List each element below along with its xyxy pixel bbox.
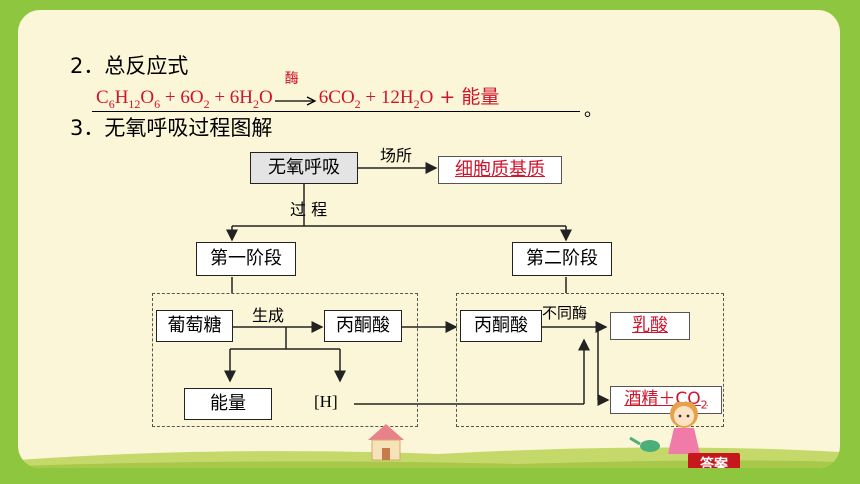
stage2-box: 第二阶段	[512, 242, 612, 276]
eq-sub: 2	[203, 96, 210, 111]
site-label: 场所	[380, 146, 413, 165]
eq-h2o-o: O	[259, 87, 273, 108]
reaction-arrow: 酶	[273, 71, 319, 106]
eq-h2o2: + 12H	[360, 87, 414, 108]
co2-subscript: 2	[700, 398, 708, 412]
eq-o2: + 6O	[160, 87, 204, 108]
eq-sub: 6	[108, 96, 115, 111]
watering-can-icon	[629, 436, 660, 452]
eq-c: C	[96, 87, 109, 108]
hydrogen-label: [H]	[314, 392, 338, 411]
eq-sub: 2	[253, 96, 260, 111]
period: 。	[584, 100, 602, 121]
eq-o: O	[140, 87, 155, 108]
site-answer-box: 细胞质基质	[438, 156, 562, 184]
eq-sub: 2	[354, 96, 361, 111]
different-enzyme-label: 不同酶	[542, 304, 588, 322]
stage1-box: 第一阶段	[196, 242, 296, 276]
process-label: 过 程	[290, 200, 328, 219]
anaerobic-respiration-box: 无氧呼吸	[250, 152, 358, 184]
glucose-box: 葡萄糖	[156, 310, 233, 342]
diagram-connectors	[224, 162, 610, 406]
eq-energy: + 能量	[433, 86, 500, 108]
answer-button[interactable]: 答案	[688, 453, 740, 468]
arrow-icon	[274, 96, 317, 106]
stage1-region	[152, 293, 418, 427]
eq-co2: 6CO	[318, 87, 355, 108]
eq-sub: 6	[154, 96, 161, 111]
eq-sub: 2	[413, 96, 420, 111]
eq-sub: 12	[128, 96, 141, 111]
enzyme-label: 酶	[284, 70, 299, 87]
heading-anaerobic-diagram: 3．无氧呼吸过程图解	[70, 116, 273, 140]
pyruvate-box-stage2: 丙酮酸	[460, 310, 542, 342]
eq-h2o2-o: O	[419, 87, 434, 108]
pyruvate-box-stage1: 丙酮酸	[324, 310, 402, 342]
ground-decoration	[18, 402, 840, 468]
generate-label: 生成	[252, 306, 285, 325]
energy-box: 能量	[184, 388, 272, 420]
lactic-acid-box: 乳酸	[610, 312, 690, 340]
eq-h2o: + 6H	[209, 87, 254, 108]
answer-underline	[92, 111, 580, 112]
eq-h: H	[114, 87, 129, 108]
house-icon	[368, 424, 404, 461]
stage2-region	[456, 293, 724, 427]
heading-total-equation: 2．总反应式	[70, 54, 189, 78]
girl-icon	[668, 402, 700, 454]
